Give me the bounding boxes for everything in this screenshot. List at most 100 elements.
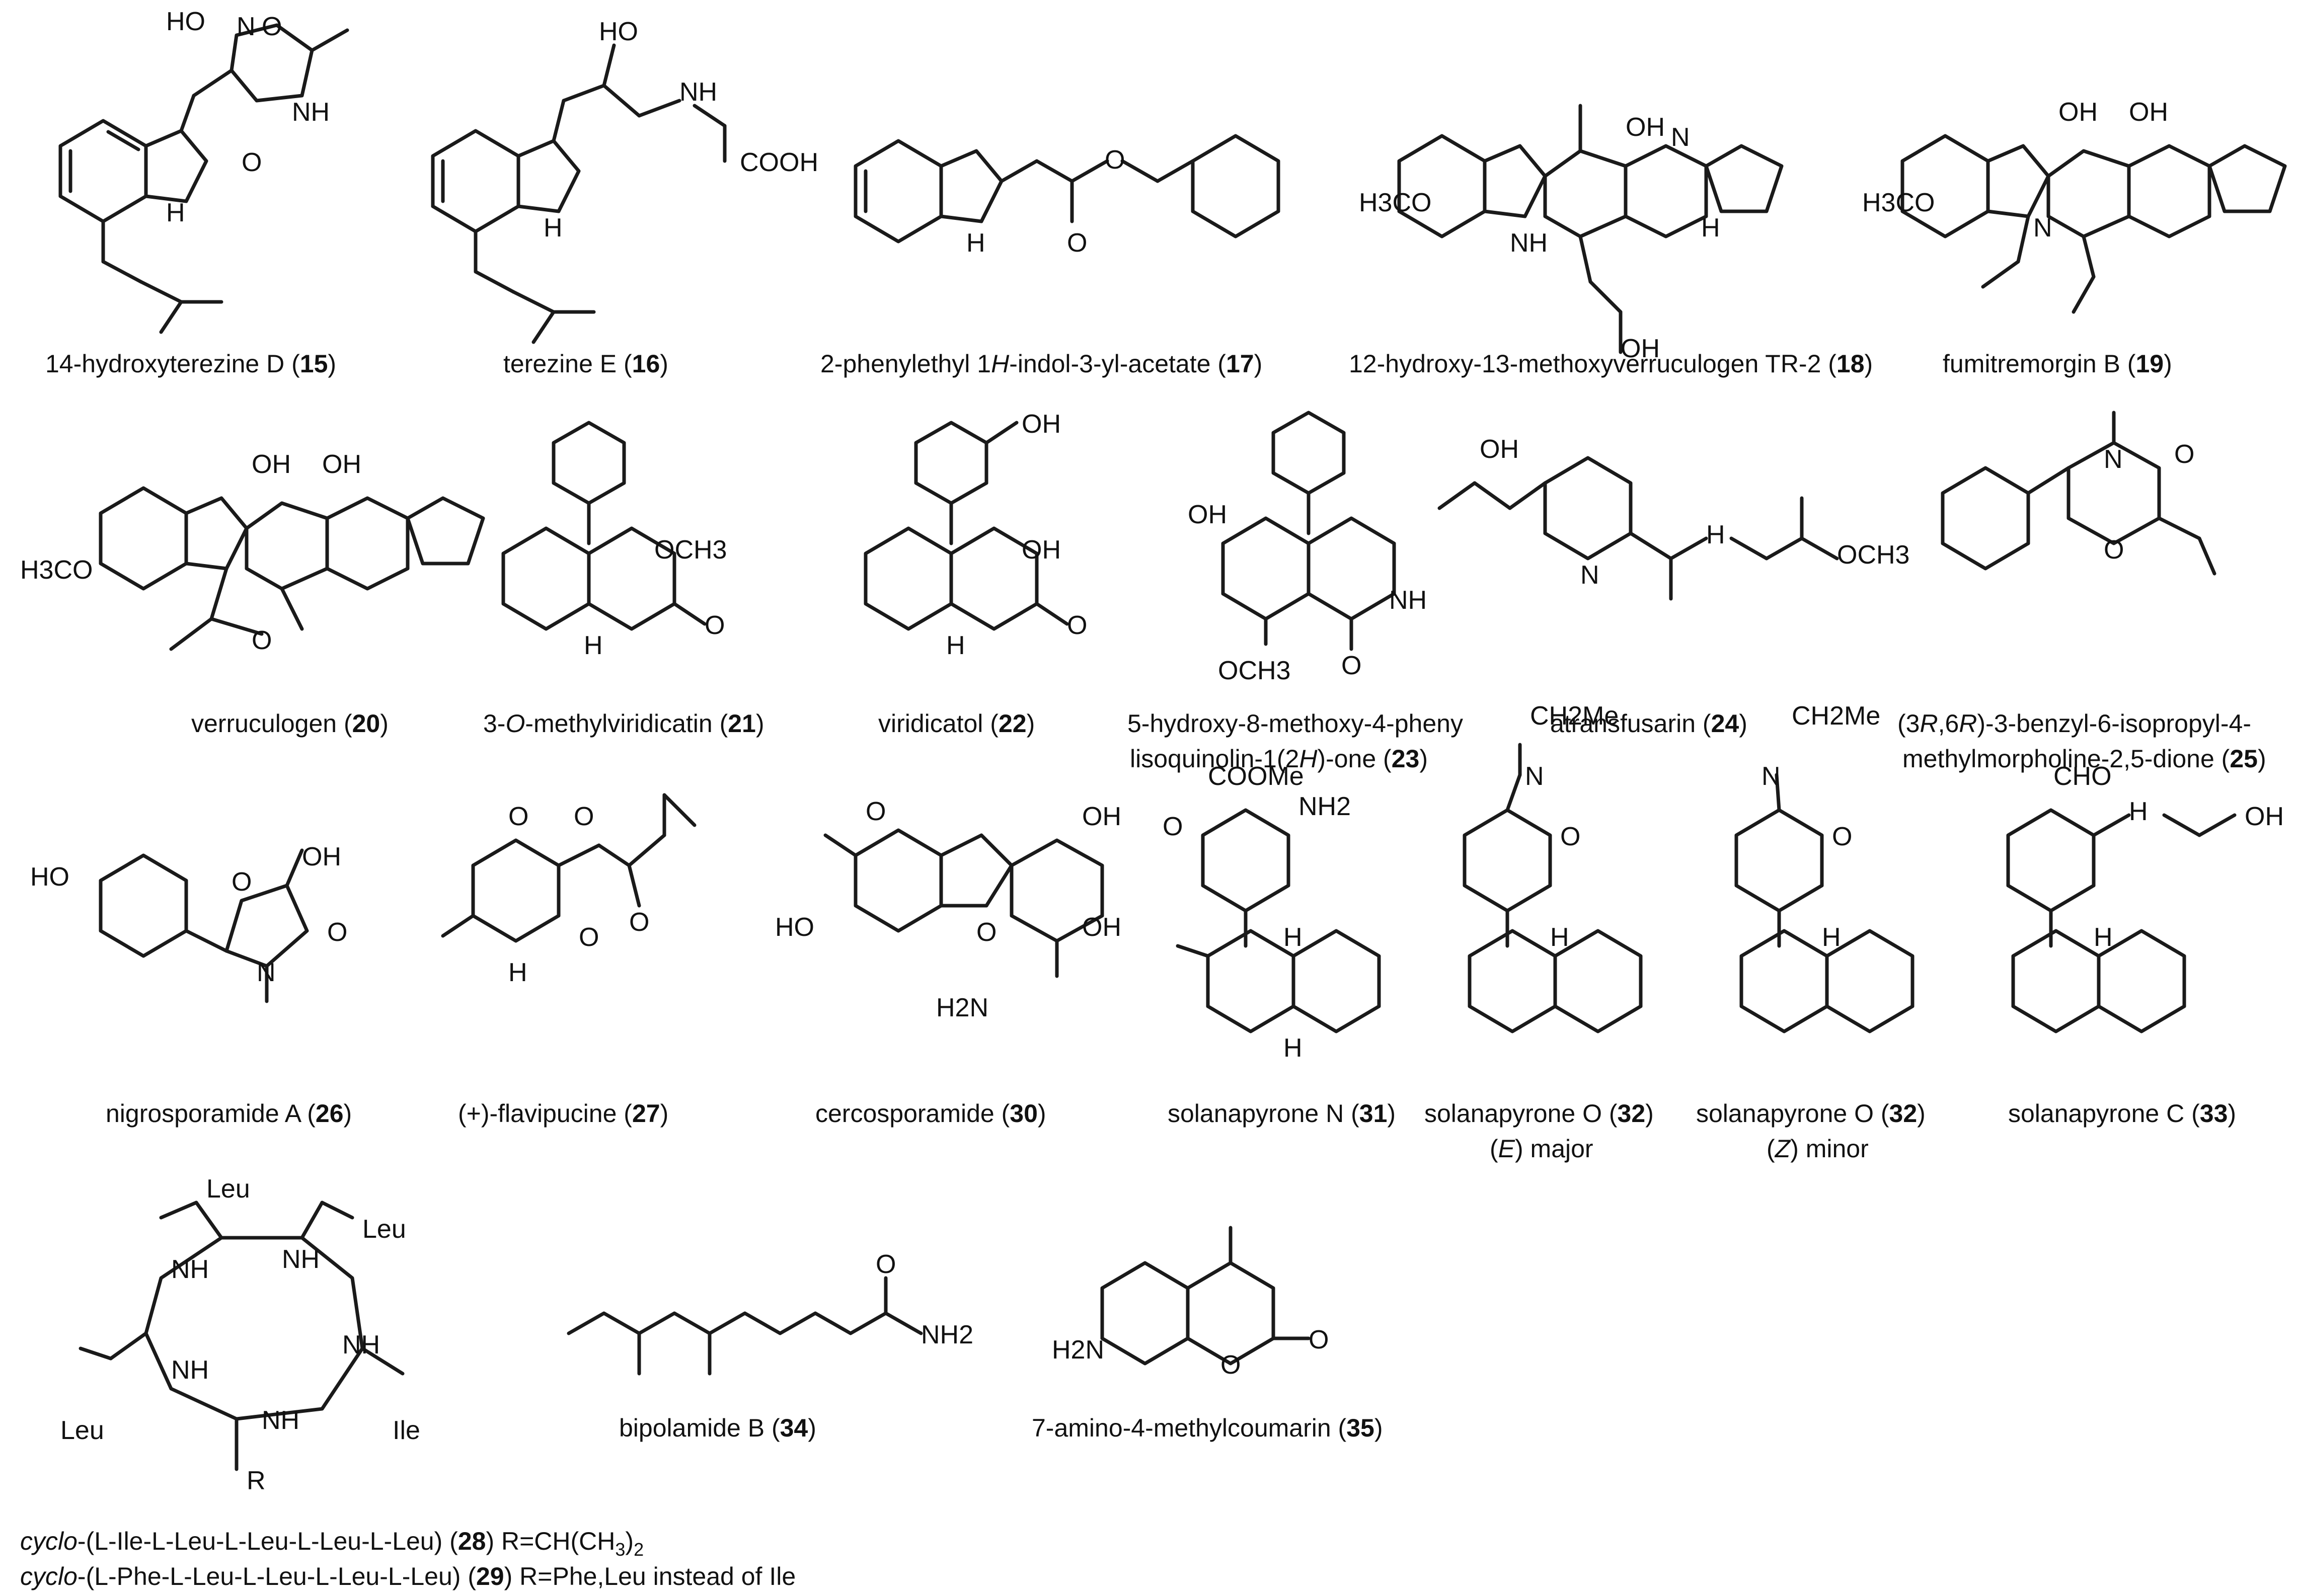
caption-27: (+)-flavipucine (27) [458, 1099, 668, 1128]
label-h: H [1550, 923, 1569, 952]
caption-19: fumitremorgin B (19) [1943, 350, 2172, 378]
label-ile: Ile [393, 1416, 420, 1445]
caption-35: 7-amino-4-methylcoumarin (35) [1032, 1414, 1383, 1442]
label-och3: OCH3 [1837, 540, 1909, 570]
label-nh: NH [262, 1406, 299, 1435]
label-o: O [242, 148, 262, 177]
label-h: H [584, 631, 603, 660]
label-o: O [252, 626, 272, 655]
caption-32Z-sub: (Z) minor [1767, 1135, 1869, 1163]
structure-16: HO NH COOH H [431, 17, 818, 344]
label-o: O [1220, 1350, 1241, 1380]
label-h: H [1283, 923, 1303, 952]
label-o: O [705, 611, 725, 640]
label-nh: NH [679, 77, 717, 107]
label-oh: OH [1082, 913, 1121, 942]
label-ch2me: CH2Me [1530, 701, 1619, 731]
structure-27: O H O O O [441, 793, 697, 987]
caption-21: 3-O-methylviridicatin (21) [483, 709, 764, 738]
label-h: H [1701, 213, 1720, 243]
label-o: O [866, 797, 886, 826]
label-h: H [1822, 923, 1841, 952]
label-nh2: NH2 [1298, 792, 1351, 821]
label-o: O [232, 867, 252, 897]
caption-33: solanapyrone C (33) [2008, 1099, 2236, 1128]
label-nh: NH [342, 1330, 380, 1360]
label-oh: OH [1188, 500, 1227, 529]
structure-32-E: CH2Me N O H [1463, 701, 1643, 1033]
label-o: O [1309, 1325, 1329, 1354]
structure-15: HO N NH H O O [58, 7, 349, 334]
caption-16: terezine E (16) [503, 350, 668, 378]
label-o: O [327, 918, 347, 947]
label-oh: OH [1082, 802, 1121, 831]
caption-25-line2: methylmorpholine-2,5-dione (25) [1902, 745, 2266, 773]
label-o: O [579, 923, 599, 952]
label-nh: H [2129, 797, 2148, 826]
structure-34: O NH2 [567, 1250, 973, 1376]
label-n: N [237, 12, 256, 41]
label-leu1: Leu [362, 1215, 406, 1244]
structure-24: OH N H OCH3 [1437, 435, 1909, 601]
label-o: O [1105, 145, 1125, 175]
label-oh: OH [2129, 98, 2168, 127]
structure-19: H3CO OH OH N [1862, 98, 2287, 314]
label-och3: OCH3 [1218, 656, 1290, 685]
label-ho: HO [599, 17, 638, 46]
label-cooMe: COOMe [1208, 762, 1304, 791]
label-n: N [257, 958, 276, 987]
label-h3co: H3CO [1862, 188, 1935, 217]
label-o: O [1067, 228, 1087, 258]
caption-34: bipolamide B (34) [619, 1414, 816, 1442]
structure-35: H2N O O [1052, 1226, 1329, 1380]
label-nh: NH [171, 1355, 209, 1385]
caption-31: solanapyrone N (31) [1168, 1099, 1396, 1128]
label-nh: NH [171, 1255, 209, 1284]
label-cooh: COOH [740, 148, 818, 177]
label-h3co: H3CO [1359, 188, 1431, 217]
structure-21: OCH3 H O [501, 421, 727, 660]
label-h: H [544, 213, 563, 243]
caption-18: 12-hydroxy-13-methoxyverruculogen TR-2 (… [1349, 350, 1873, 378]
label-oh: OH [252, 450, 291, 479]
label-nh: NH [1389, 586, 1427, 615]
caption-25-line1: (3R,6R)-3-benzyl-6-isopropyl-4- [1897, 709, 2251, 738]
label-ho: HO [30, 862, 69, 892]
label-leu2: Leu [206, 1174, 250, 1204]
caption-17: 2-phenylethyl 1H-indol-3-yl-acetate (17) [820, 350, 1262, 378]
label-n: N [1580, 561, 1599, 590]
label-o: O [1341, 651, 1361, 680]
label-oh: OH [2058, 98, 2098, 127]
label-oh: OH [1480, 435, 1519, 464]
label-n: N [2033, 213, 2052, 243]
structure-25: N O O [1941, 411, 2216, 576]
label-o: O [629, 908, 649, 937]
label-oh: OH [1626, 113, 1665, 142]
caption-29: cyclo-(L-Phe-L-Leu-L-Leu-L-Leu-L-Leu) (2… [20, 1562, 796, 1590]
label-h2n: H2N [936, 993, 988, 1022]
label-oh: OH [1022, 410, 1061, 439]
label-oh: OH [2245, 802, 2284, 831]
label-ho: HO [775, 913, 814, 942]
label-h: H [1283, 1033, 1303, 1063]
label-cho: CHO [2053, 762, 2112, 791]
label-nh: NH [282, 1245, 320, 1274]
label-oh: OH [322, 450, 361, 479]
label-nh: NH [1510, 228, 1548, 258]
label-n: N [1671, 123, 1690, 152]
structure-31: COOMe NH2 O H H [1163, 762, 1381, 1063]
structure-30: HO OH OH O H2N O [775, 797, 1121, 1022]
label-oh: OH [1022, 535, 1061, 565]
caption-22: viridicatol (22) [878, 709, 1035, 738]
structure-23: OH NH OCH3 O [1188, 411, 1427, 685]
label-r: R [247, 1466, 266, 1495]
label-o: O [2104, 535, 2124, 565]
caption-23-line1: 5-hydroxy-8-methoxy-4-pheny [1127, 709, 1463, 738]
label-ho: HO [166, 7, 205, 36]
structure-28-29: Leu Leu Leu Ile R NH NH NH NH NH [60, 1174, 420, 1495]
label-h3co: H3CO [20, 555, 93, 585]
label-n: N [1762, 762, 1781, 791]
label-n: N [1525, 762, 1544, 791]
label-o: O [876, 1250, 896, 1279]
